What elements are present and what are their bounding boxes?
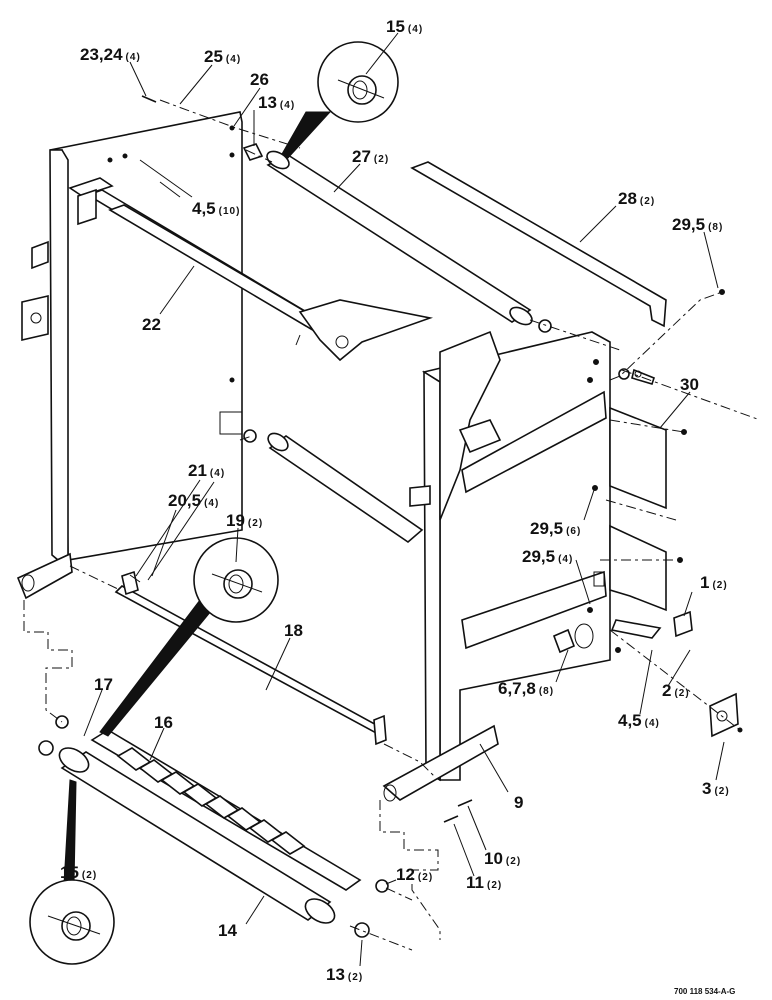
strip-28	[410, 161, 725, 328]
callout-17: 17	[94, 675, 113, 694]
right-lower-parts	[552, 610, 743, 738]
right-side-frame	[409, 330, 611, 782]
left-edge-brackets	[21, 240, 49, 342]
small-screws	[141, 95, 473, 823]
bottom-left-bracket	[16, 552, 73, 600]
upper-shaft-22	[68, 177, 434, 362]
callout-15-bottom: 15(2)	[60, 863, 97, 882]
drawing-code: 700 118 534-A-G	[674, 987, 735, 996]
callout-16: 16	[154, 713, 173, 732]
callout-19: 19(2)	[226, 511, 263, 530]
callout-15-top: 15(4)	[386, 17, 423, 36]
callout-1: 1(2)	[700, 573, 728, 592]
callout-12: 12(2)	[396, 865, 433, 884]
callout-20-5: 20,5(4)	[168, 491, 219, 510]
middle-roller	[243, 429, 424, 544]
callout-22: 22	[142, 315, 161, 334]
bearing-detail-top	[281, 41, 399, 159]
callout-25: 25(4)	[204, 47, 241, 66]
callout-29-5-b: 29,5(6)	[530, 519, 581, 538]
left-side-panel	[49, 111, 243, 561]
callout-3: 3(2)	[702, 779, 730, 798]
callout-18: 18	[284, 621, 303, 640]
callout-13-top: 13(4)	[258, 93, 295, 112]
callout-29-5-c: 29,5(4)	[522, 547, 573, 566]
roller-14-shaft-16	[38, 715, 389, 938]
callout-28: 28(2)	[618, 189, 655, 208]
leader-lines	[83, 32, 725, 967]
fasteners-upper-right	[618, 368, 655, 385]
callout-10: 10(2)	[484, 849, 521, 868]
panel-30	[609, 406, 687, 639]
callout-23-24: 23,24(4)	[80, 45, 141, 64]
callout-11: 11(2)	[466, 873, 502, 892]
callout-4-5-top: 4,5(10)	[192, 199, 240, 218]
callout-21: 21(4)	[188, 461, 225, 480]
callout-9: 9	[514, 793, 523, 812]
callout-27: 27(2)	[352, 147, 389, 166]
callout-14: 14	[218, 921, 237, 940]
callout-13-bottom: 13(2)	[326, 965, 363, 984]
bearing-detail-bottom	[29, 779, 115, 965]
callout-29-5-a: 29,5(8)	[672, 215, 723, 234]
center-lines	[23, 99, 761, 951]
callout-labels: 15(4) 23,24(4) 25(4) 26 13(4) 27(2) 4,5(…	[60, 17, 730, 984]
callout-4-5-bottom: 4,5(4)	[618, 711, 660, 730]
callout-2: 2(2)	[662, 681, 690, 700]
top-roller-27	[242, 143, 552, 333]
callout-30: 30	[680, 375, 699, 394]
callout-26: 26	[250, 70, 269, 89]
foot-9	[382, 724, 499, 802]
callout-6-7-8: 6,7,8(8)	[498, 679, 554, 698]
bearing-detail-middle	[99, 537, 279, 737]
